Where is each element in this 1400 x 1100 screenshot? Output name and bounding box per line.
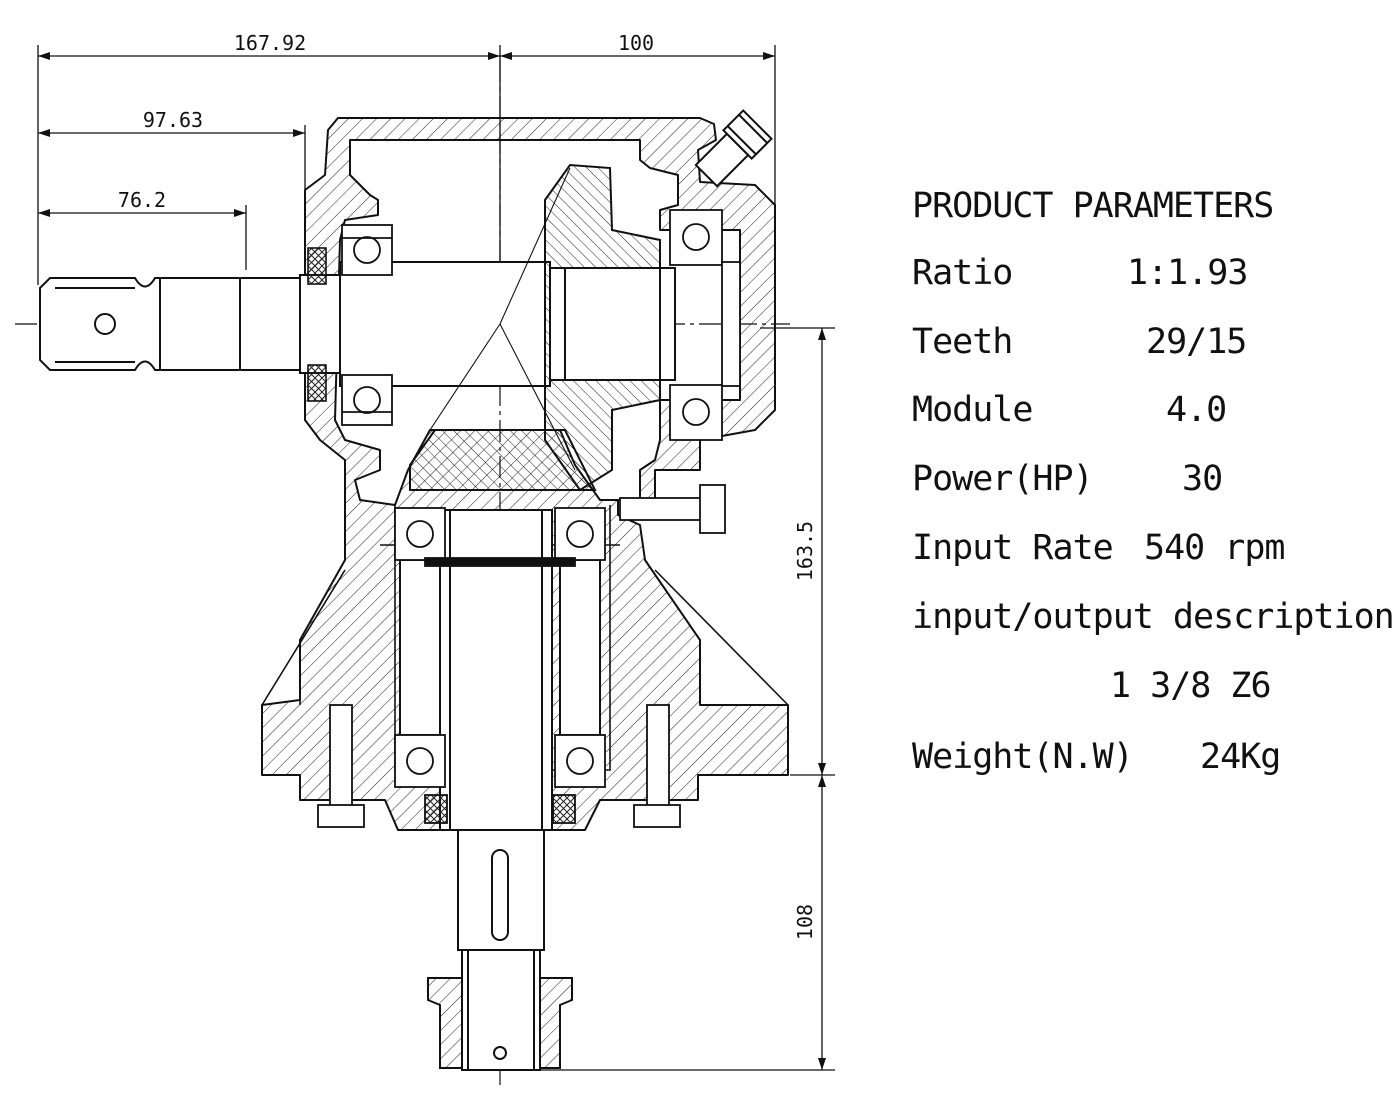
dim-overall-left: 167.92 (234, 31, 306, 55)
dim-shaft-length: 76.2 (118, 188, 166, 212)
param-value: 29/15 (1146, 322, 1247, 362)
pin-hole-icon (493, 1046, 507, 1060)
param-label: Teeth (912, 322, 1013, 362)
param-label: Input Rate (912, 528, 1114, 568)
pinion-gear (409, 429, 597, 491)
parameters-title: PRODUCT PARAMETERS (912, 186, 1274, 226)
bevel-gear-upper (544, 163, 676, 492)
pitch-lines (429, 167, 576, 471)
param-value: 24Kg (1200, 737, 1281, 777)
output-upper-bearing (394, 507, 606, 567)
dim-height-lower: 108 (793, 904, 817, 940)
param-label: Module (912, 390, 1033, 430)
param-value: 30 (1182, 459, 1223, 499)
param-label: Weight(N.W) (912, 737, 1134, 777)
param-value: 540 rpm (1144, 528, 1286, 568)
param-value: 4.0 (1166, 390, 1227, 430)
output-hub (427, 977, 573, 1069)
input-shaft (39, 261, 551, 387)
breather-plug (694, 109, 773, 188)
param-label: input/output description (912, 597, 1395, 637)
pin-hole-icon (94, 313, 116, 335)
dim-shaft-groove: 97.63 (143, 108, 203, 132)
input-seal (307, 247, 327, 402)
mounting-bolts (317, 704, 681, 828)
input-bearing (341, 224, 393, 426)
output-side-bearing (669, 209, 741, 441)
param-value: 1:1.93 (1127, 253, 1248, 293)
param-label: Power(HP) (912, 459, 1094, 499)
param-label: Ratio (912, 253, 1013, 293)
dim-overall-right: 100 (618, 31, 654, 55)
dim-height-upper: 163.5 (793, 521, 817, 581)
side-bolt (619, 484, 726, 534)
output-stub-shaft (457, 829, 545, 1071)
output-lower-bearing (394, 734, 606, 824)
param-value: 1 3/8 Z6 (1110, 666, 1272, 706)
